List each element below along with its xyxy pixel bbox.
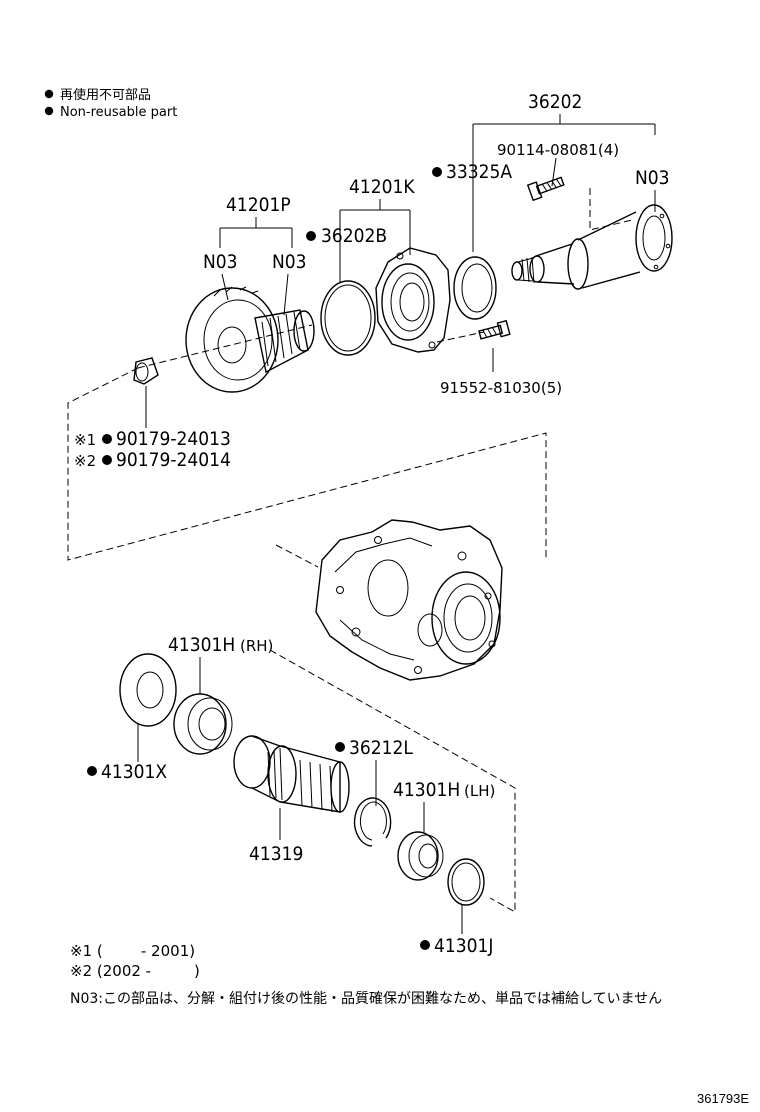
label-36212L: 36212L: [335, 737, 413, 806]
output-shaft-assembly: [511, 204, 673, 290]
part-number-91552-81030: 91552-81030(5): [440, 379, 562, 397]
non-reusable-bullet-icon: [102, 455, 112, 465]
non-reusable-bullet-icon: [87, 766, 97, 776]
lh-label: (LH): [464, 782, 495, 800]
label-36202-group: 36202 90114-08081(4) 33325A N03: [432, 91, 670, 252]
label-41201K-group: 41201K: [339, 176, 415, 282]
legend: 再使用不可部品 Non-reusable part: [44, 87, 177, 120]
bearing-retainer-41201K: [375, 247, 451, 353]
bolt-91552: [478, 319, 511, 340]
footnote-2: ※2 (2002 - ): [70, 962, 200, 980]
plug-90179: [133, 357, 159, 428]
non-reusable-bullet-icon: [420, 940, 430, 950]
n03-label: N03: [635, 167, 670, 189]
label-36202B: 36202B: [306, 225, 387, 247]
label-41301H-RH: 41301H (RH): [168, 634, 273, 694]
diagram-code: 361793E: [697, 1091, 749, 1106]
part-number-41301H-lh: 41301H: [393, 779, 460, 801]
o-ring-36202B: [320, 280, 376, 356]
legend-jp: 再使用不可部品: [60, 87, 151, 103]
mark-1: ※1: [74, 431, 96, 449]
bearing-41301H-lh: [397, 831, 444, 881]
non-reusable-bullet-icon: [432, 167, 442, 177]
mark-2: ※2: [74, 452, 96, 470]
label-41301J: 41301J: [420, 935, 493, 957]
bolt-90114: [526, 176, 565, 202]
part-number-36202B: 36202B: [321, 225, 387, 247]
bearing-41301H-rh: [173, 693, 233, 755]
label-90179: ※1 90179-24013 ※2 90179-24014: [74, 428, 231, 471]
oil-seal-33325A: [453, 256, 497, 320]
shim-41301J: [447, 858, 485, 934]
label-41301X: 41301X: [87, 761, 167, 783]
transfer-case: [315, 519, 503, 681]
non-reusable-bullet-icon: [102, 434, 112, 444]
legend-en: Non-reusable part: [60, 105, 177, 120]
snap-ring-36212L: [353, 797, 392, 847]
part-number-36212L: 36212L: [349, 737, 413, 759]
non-reusable-bullet-icon: [44, 89, 54, 99]
part-number-41301X: 41301X: [101, 761, 167, 783]
non-reusable-bullet-icon: [335, 742, 345, 752]
ring-gear-41201P: [185, 286, 315, 393]
part-number-41319: 41319: [249, 843, 303, 865]
part-number-90114-08081: 90114-08081(4): [497, 141, 619, 159]
label-41201P-group: 41201P N03 N03: [203, 194, 307, 316]
part-number-41201K: 41201K: [349, 176, 415, 198]
shim-41301X: [119, 653, 177, 762]
n03-label: N03: [272, 251, 307, 273]
part-number-90179-24014: 90179-24014: [116, 449, 231, 471]
part-number-90179-24013: 90179-24013: [116, 428, 231, 450]
non-reusable-bullet-icon: [44, 106, 54, 116]
footnote-n03: N03:この部品は、分解・組付け後の性能・品質確保が困難なため、単品では補給して…: [70, 991, 662, 1007]
n03-label: N03: [203, 251, 238, 273]
rh-label: (RH): [240, 637, 273, 655]
upper-assembly-outline: [67, 188, 633, 913]
label-41301H-LH: 41301H (LH): [393, 779, 495, 832]
pinion-shaft-41319: [233, 735, 350, 840]
part-number-36202: 36202: [528, 91, 582, 113]
part-number-33325A: 33325A: [446, 161, 512, 183]
part-number-41301H-rh: 41301H: [168, 634, 235, 656]
footnote-1: ※1 ( - 2001): [70, 942, 195, 960]
footnotes: ※1 ( - 2001) ※2 (2002 - ) N03:この部品は、分解・組…: [70, 942, 662, 1007]
part-number-41201P: 41201P: [226, 194, 291, 216]
non-reusable-bullet-icon: [306, 231, 316, 241]
part-number-41301J: 41301J: [434, 935, 493, 957]
